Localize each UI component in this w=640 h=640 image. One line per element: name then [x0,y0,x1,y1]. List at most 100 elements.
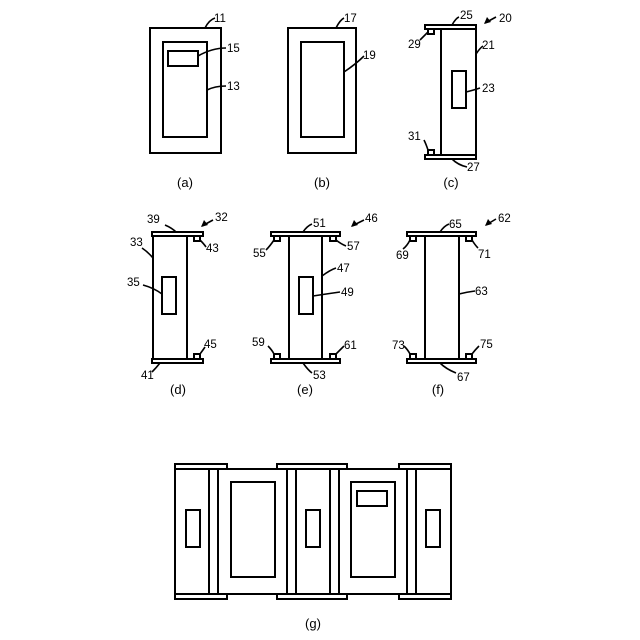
g-connector-window-3 [426,510,440,547]
ref-62: 62 [498,213,511,225]
g-connector-body-2 [296,469,330,594]
ref-63: 63 [475,286,488,298]
caption-b: (b) [314,175,330,190]
right-bottom-tab-75 [466,354,472,359]
g-panel-frame-b-inner [231,482,275,577]
leader-73 [404,346,410,354]
body-33 [153,236,187,359]
leader-17 [336,18,344,28]
left-top-tab-69 [410,236,416,241]
bottom-tab-31 [428,150,434,155]
caption-g: (g) [305,616,321,631]
ref-55: 55 [253,248,266,260]
leader-23 [466,88,480,92]
ref-23: 23 [482,83,495,95]
g-panel-frame-a [339,469,407,594]
frame-inner-19 [301,42,344,137]
figure-d: 39 32 33 43 35 45 41 (d) [127,212,228,397]
leader-67 [440,363,456,373]
caption-e: (e) [297,382,313,397]
figure-b: 17 19 (b) [288,13,376,190]
leader-27 [452,159,467,167]
ref-27: 27 [467,162,480,174]
g-spine-2b [330,469,339,594]
caption-d: (d) [170,382,186,397]
ref-20: 20 [499,13,512,25]
figure-a: 11 15 13 (a) [150,13,240,190]
figure-e: 51 46 55 57 47 49 59 61 53 (e) [252,213,378,397]
ref-75: 75 [480,339,493,351]
ref-67: 67 [457,372,470,384]
frame-outer-17 [288,28,356,153]
ref-13: 13 [227,81,240,93]
figure-c: 25 20 29 21 23 31 27 (c) [408,10,512,190]
top-tab-29 [428,29,434,34]
leader-39 [165,225,176,232]
ref-43: 43 [206,243,219,255]
figure-g: (g) [175,464,451,631]
ref-29: 29 [408,39,421,51]
ref-53: 53 [313,370,326,382]
ref-33: 33 [130,237,143,249]
right-bottom-tab-61 [330,354,336,359]
ref-65: 65 [449,219,462,231]
leader-29 [420,32,428,40]
right-top-tab-57 [330,236,336,241]
caption-c: (c) [443,175,458,190]
leader-53 [303,363,312,373]
ref-21: 21 [482,40,495,52]
leader-63 [459,291,475,294]
g-panel-frame-b [218,469,287,594]
ref-69: 69 [396,250,409,262]
ref-15: 15 [227,43,240,55]
ref-35: 35 [127,277,140,289]
leader-33 [142,248,153,258]
leader-75 [472,346,479,354]
leader-59 [268,346,274,354]
leader-61 [336,346,344,354]
body-47 [289,236,322,359]
g-spine-3 [407,469,416,594]
frame-window-15 [168,51,198,66]
caption-f: (f) [432,382,444,397]
leader-49 [313,292,340,296]
body-21 [441,29,476,155]
caption-a: (a) [177,175,193,190]
ref-71: 71 [478,249,491,261]
leader-65 [440,224,449,232]
right-top-tab-71 [466,236,472,241]
ref-45: 45 [204,339,217,351]
leader-71 [472,240,478,248]
window-23 [452,71,466,108]
ref-25: 25 [460,10,473,22]
g-connector-body-1 [175,469,209,594]
leader-55 [266,240,274,250]
left-top-tab-55 [274,236,280,241]
ref-39: 39 [147,214,160,226]
leader-57 [336,240,346,246]
body-63 [425,236,459,359]
figure-f: 65 62 69 71 63 73 75 67 (f) [392,213,511,397]
g-connector-body-3 [416,469,451,594]
g-panel-frame-a-window [357,491,387,506]
leader-69 [403,240,410,249]
leader-31 [424,140,428,150]
leader-51 [303,224,312,232]
frame-inner-13 [163,42,207,137]
leader-47 [322,268,336,276]
left-bottom-tab-73 [410,354,416,359]
leader-19 [344,56,364,72]
leader-13 [207,86,226,90]
g-spine-2a [287,469,296,594]
leader-25 [452,17,459,25]
ref-47: 47 [337,263,350,275]
ref-61: 61 [344,340,357,352]
g-connector-window-2 [306,510,320,547]
window-49 [299,277,313,314]
window-35 [162,277,176,314]
left-bottom-tab-59 [274,354,280,359]
ref-11: 11 [214,13,226,25]
ref-31: 31 [408,131,421,143]
ref-19: 19 [363,50,376,62]
